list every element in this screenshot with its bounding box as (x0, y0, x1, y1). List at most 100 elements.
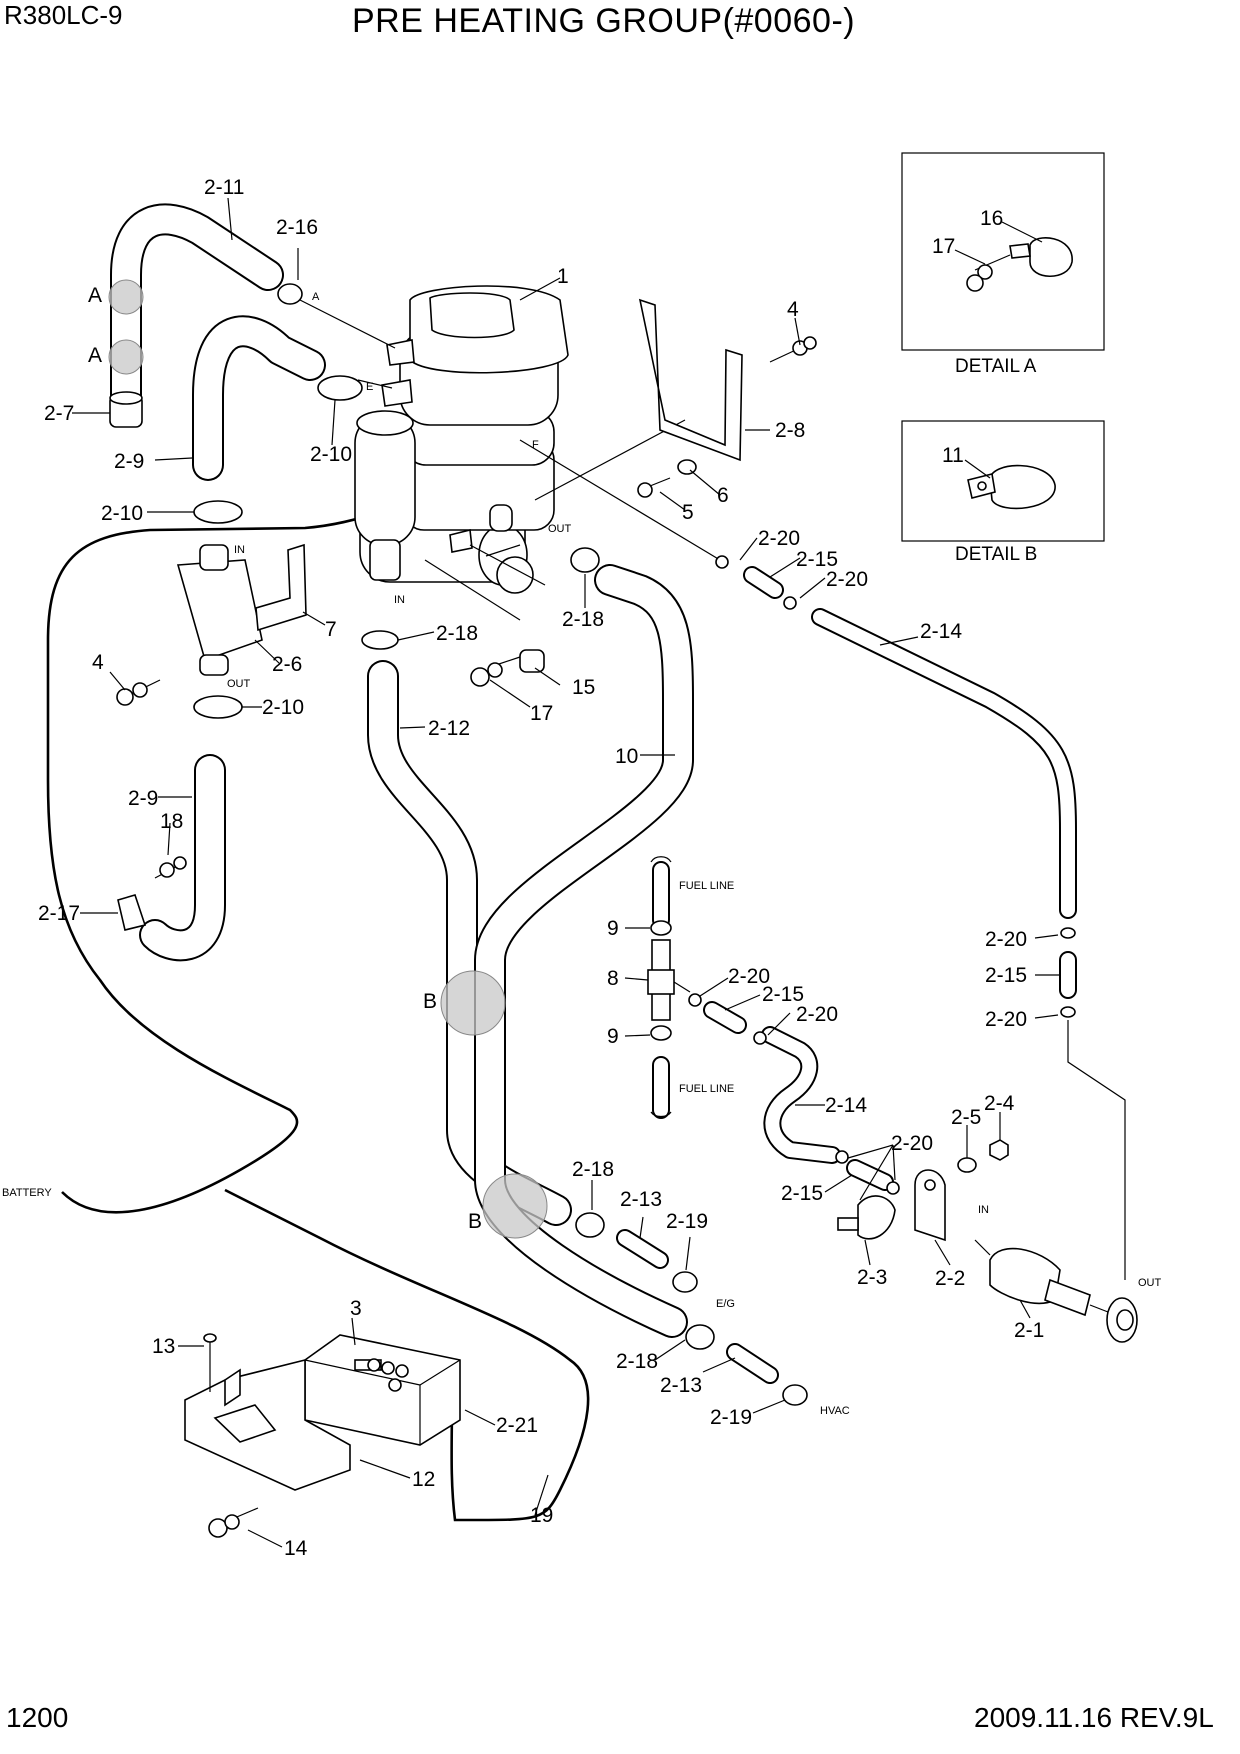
label-2-18-a: 2-18 (436, 622, 478, 645)
washer-2-5 (957, 1157, 977, 1173)
clamp-2-18-c (575, 1212, 605, 1238)
label-2-13-b: 2-13 (660, 1374, 702, 1397)
label-8: 8 (607, 967, 619, 990)
ref-marker-a-1: A (88, 284, 102, 307)
label-2-19-a: 2-19 (666, 1210, 708, 1233)
heater-unit (354, 285, 569, 594)
small-label-fuel-line-top: FUEL LINE (679, 880, 734, 892)
clip-15 (519, 649, 545, 673)
nut-2-4 (989, 1139, 1009, 1161)
label-2-2: 2-2 (935, 1267, 965, 1290)
wiring-harness (46, 428, 590, 1522)
clamp-2-19-b (782, 1384, 808, 1406)
pipe-2-15-d (846, 1159, 894, 1191)
label-3: 3 (350, 1297, 362, 1320)
label-19: 19 (530, 1504, 553, 1527)
hose-2-12 (367, 660, 572, 1226)
label-4-left: 4 (92, 651, 104, 674)
detail-b-label-11: 11 (942, 444, 964, 467)
small-label-a: A (312, 291, 320, 303)
label-4-top: 4 (787, 298, 799, 321)
label-2-1: 2-1 (1014, 1319, 1044, 1342)
bolt-18 (154, 856, 187, 879)
label-2-13-a: 2-13 (620, 1188, 662, 1211)
label-10: 10 (615, 745, 638, 768)
small-label-eg: E/G (716, 1298, 735, 1310)
small-label-fuel-line-bottom: FUEL LINE (679, 1083, 734, 1095)
detail-b-caption: DETAIL B (955, 544, 1037, 565)
label-2-15-c: 2-15 (985, 964, 1027, 987)
label-1: 1 (557, 265, 569, 288)
label-2-5: 2-5 (951, 1106, 981, 1129)
label-2-15-d: 2-15 (781, 1182, 823, 1205)
label-5: 5 (682, 501, 694, 524)
controller-3 (304, 1334, 461, 1446)
label-2-10-c: 2-10 (262, 696, 304, 719)
clamp-2-10-b (193, 500, 243, 524)
washer-6 (677, 459, 697, 475)
small-label-e: E (366, 381, 373, 393)
label-2-20-b: 2-20 (826, 568, 868, 591)
detail-a-label-17: 17 (932, 235, 955, 258)
clamp-9-b (650, 1025, 672, 1041)
bracket-2-8 (638, 298, 743, 462)
label-15: 15 (572, 676, 595, 699)
label-2-20-e: 2-20 (985, 928, 1027, 951)
t-fitting-8 (647, 939, 691, 1021)
fuel-line-upper (650, 856, 672, 929)
label-2-18-b: 2-18 (562, 608, 604, 631)
bolt-4-top (769, 336, 817, 363)
screw-13 (203, 1333, 217, 1392)
label-2-14-a: 2-14 (920, 620, 962, 643)
label-2-14-b: 2-14 (825, 1094, 867, 1117)
label-2-4: 2-4 (984, 1092, 1015, 1115)
ref-marker-b-2: B (468, 1210, 482, 1233)
ref-marker-b-1: B (423, 990, 437, 1013)
label-9-b: 9 (607, 1025, 619, 1048)
label-2-20-g: 2-20 (891, 1132, 933, 1155)
label-2-16: 2-16 (276, 216, 318, 239)
hose-10 (474, 564, 694, 1338)
detail-b-box: 11 DETAIL B (901, 420, 1105, 565)
small-label-in-heater: IN (394, 594, 405, 606)
bracket-7 (255, 543, 307, 632)
label-13: 13 (152, 1335, 175, 1358)
pipe-2-13-b (726, 1343, 779, 1384)
model-number: R380LC-9 (4, 0, 123, 30)
clamp-9-a (650, 920, 672, 936)
label-17: 17 (530, 702, 553, 725)
clamp-2-17 (117, 894, 147, 931)
fuel-line-lower (650, 1056, 672, 1119)
bolt-5 (637, 477, 671, 498)
label-12: 12 (412, 1468, 435, 1491)
label-2-10-a: 2-10 (310, 443, 352, 466)
label-14: 14 (284, 1537, 308, 1560)
label-2-6: 2-6 (272, 653, 302, 676)
label-2-21: 2-21 (496, 1414, 538, 1437)
detail-a-box: 16 17 DETAIL A (901, 152, 1105, 377)
label-2-10-b: 2-10 (101, 502, 143, 525)
label-9-a: 9 (607, 917, 619, 940)
hose-2-9-upper (192, 315, 326, 481)
screw-14 (208, 1507, 259, 1538)
small-label-in-pump: IN (978, 1204, 989, 1216)
clamp-2-18-b (570, 547, 600, 573)
reference-markers (108, 279, 548, 1239)
clamp-2-16 (277, 283, 303, 305)
label-2-18-c: 2-18 (572, 1158, 614, 1181)
bracket-2-2 (914, 1169, 946, 1242)
label-2-3: 2-3 (857, 1266, 887, 1289)
label-2-18-d: 2-18 (616, 1350, 658, 1373)
label-7: 7 (325, 618, 337, 641)
fuel-pump-2-1 (974, 1239, 1138, 1343)
label-2-11: 2-11 (204, 176, 244, 199)
hose-2-14-upper (811, 608, 1077, 919)
small-label-in-exhaust: IN (234, 544, 245, 556)
label-2-12: 2-12 (428, 717, 470, 740)
label-2-19-b: 2-19 (710, 1406, 752, 1429)
page-title: PRE HEATING GROUP(#0060-) (352, 2, 856, 40)
small-labels: A E F OUT IN IN OUT FUEL LINE FUEL LINE … (2, 291, 1162, 1417)
label-6: 6 (717, 484, 729, 507)
pipe-2-13-a (616, 1229, 669, 1269)
